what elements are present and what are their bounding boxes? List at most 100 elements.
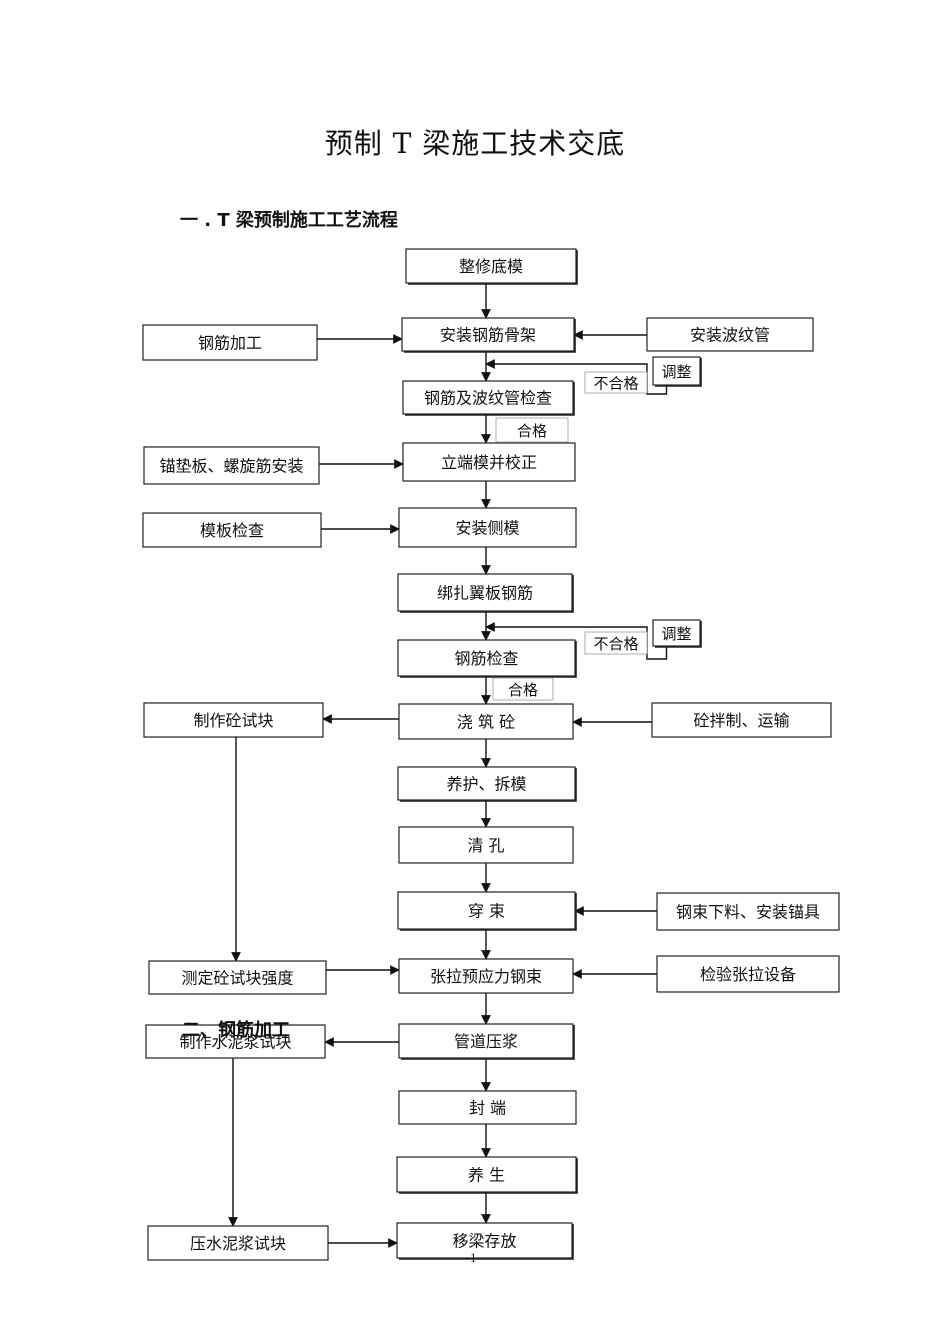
flow-node-n16-label: 移梁存放: [452, 1232, 516, 1251]
flow-label-f2-frame: [584, 631, 648, 655]
flow-node-l1-label: 钢筋加工: [198, 334, 262, 353]
flow-node-n15-label: 养 生: [468, 1166, 505, 1185]
flow-node-n4-frame: [402, 442, 576, 482]
flow-node-n7-frame: [397, 639, 576, 677]
flow-node-l1: 钢筋加工: [142, 324, 318, 361]
flow-node-l7: 压水泥浆试块: [147, 1225, 329, 1261]
flow-node-l5-frame: [148, 960, 327, 995]
flow-node-n9-label: 养护、拆模: [446, 775, 526, 794]
flow-node-n12: 张拉预应力钢束: [398, 958, 574, 994]
flow-node-n2: 安装钢筋骨架: [401, 317, 576, 353]
flow-node-l2-label: 锚垫板、螺旋筋安装: [159, 457, 303, 476]
flow-node-n9-shadow: [400, 768, 577, 802]
flow-node-n2-frame: [401, 317, 575, 352]
flow-node-n15: 养 生: [396, 1156, 578, 1194]
flow-label-f1: 不合格: [584, 371, 648, 394]
flow-label-p2-frame: [492, 677, 554, 701]
flow-node-a2-shadow: [655, 621, 702, 648]
flow-node-r3: 钢束下料、安装锚具: [656, 892, 840, 931]
flow-node-n7-label: 钢筋检查: [454, 649, 518, 668]
flow-node-l3-label: 模板检查: [200, 521, 264, 540]
flow-node-n16-frame: [396, 1222, 573, 1259]
flow-label-p1: 合格: [495, 417, 569, 443]
flow-node-l6-frame: [145, 1024, 326, 1059]
flow-node-n2-shadow: [404, 319, 576, 353]
flow-node-r4: 检验张拉设备: [656, 955, 840, 993]
flow-node-n11: 穿 束: [397, 891, 577, 931]
flow-node-n1: 整修底模: [405, 248, 578, 285]
flow-node-n7-shadow: [400, 641, 577, 678]
section-heading-rebar: 二、钢筋加工: [182, 1020, 290, 1041]
flow-node-n10-label: 清 孔: [467, 836, 504, 855]
flow-node-n3: 钢筋及波纹管检查: [402, 380, 575, 416]
flow-node-n16-shadow: [399, 1224, 574, 1260]
flow-node-n16: 移梁存放: [396, 1222, 574, 1260]
flow-node-n8-label: 浇 筑 砼: [457, 713, 515, 732]
flow-node-n5: 安装侧模: [398, 507, 577, 548]
flow-node-n1-frame: [405, 248, 577, 284]
section-heading-process: 一 . T 梁预制施工工艺流程: [180, 210, 398, 231]
flow-node-r1-frame: [646, 317, 814, 352]
flow-node-r3-frame: [656, 892, 840, 931]
flow-label-f2: 不合格: [584, 631, 648, 655]
flow-node-n14-label: 封 端: [469, 1099, 506, 1118]
flow-node-n13: 管道压浆: [398, 1023, 575, 1060]
flow-node-a2-label: 调整: [661, 625, 691, 643]
flow-node-n14-frame: [398, 1090, 577, 1125]
flow-node-n6-shadow: [400, 575, 574, 613]
document-title: 预制 T 梁施工技术交底: [324, 127, 626, 160]
flow-node-n5-frame: [398, 507, 577, 548]
flow-node-l3-frame: [142, 512, 322, 548]
flow-node-r2: 砼拌制、运输: [651, 702, 832, 738]
flow-node-n3-shadow: [405, 382, 575, 416]
flow-label-p1-label: 合格: [517, 422, 547, 440]
flow-node-l4-label: 制作砼试块: [193, 711, 273, 730]
flow-node-r4-label: 检验张拉设备: [700, 965, 796, 984]
flow-label-p2-label: 合格: [508, 681, 538, 699]
flow-node-n15-frame: [396, 1156, 577, 1193]
flow-node-a2-frame: [652, 619, 701, 647]
flow-node-l7-label: 压水泥浆试块: [190, 1234, 286, 1253]
flow-node-n10: 清 孔: [398, 826, 574, 864]
flow-label-p1-frame: [495, 417, 569, 443]
flow-node-l4-frame: [143, 702, 324, 738]
flow-node-n11-label: 穿 束: [468, 902, 505, 921]
flow-node-n3-label: 钢筋及波纹管检查: [424, 389, 552, 408]
flow-node-n4-label: 立端模并校正: [441, 453, 537, 472]
flow-node-l2-frame: [143, 446, 320, 485]
flow-node-n4: 立端模并校正: [402, 442, 576, 482]
flow-node-n7: 钢筋检查: [397, 639, 577, 678]
flow-label-f2-label: 不合格: [593, 635, 638, 653]
flow-node-n13-frame: [398, 1023, 574, 1059]
flow-node-n1-shadow: [408, 250, 578, 285]
flow-node-r3-label: 钢束下料、安装锚具: [676, 903, 820, 922]
flow-node-n12-frame: [398, 958, 574, 994]
flow-node-l2: 锚垫板、螺旋筋安装: [143, 446, 320, 485]
flow-node-a2: 调整: [652, 619, 702, 648]
flow-label-f1-frame: [584, 371, 648, 394]
flow-label-p2: 合格: [492, 677, 554, 701]
flow-node-n15-shadow: [399, 1158, 578, 1194]
flow-node-n5-label: 安装侧模: [455, 519, 519, 538]
flow-node-l1-frame: [142, 324, 318, 361]
flow-label-f1-label: 不合格: [593, 375, 638, 393]
flow-node-n10-frame: [398, 826, 574, 864]
flow-node-n11-frame: [397, 891, 576, 930]
flow-node-r2-label: 砼拌制、运输: [693, 711, 789, 730]
flow-node-n3-frame: [402, 380, 574, 415]
flow-node-n6-label: 绑扎翼板钢筋: [437, 584, 533, 603]
flow-node-n8: 浇 筑 砼: [398, 703, 574, 740]
flow-node-l5: 测定砼试块强度: [148, 960, 327, 995]
flow-node-r1: 安装波纹管: [646, 317, 814, 352]
flow-node-l4: 制作砼试块: [143, 702, 324, 738]
flow-node-r4-frame: [656, 955, 840, 993]
flow-node-n14: 封 端: [398, 1090, 577, 1125]
flow-node-n6-frame: [397, 573, 573, 612]
flow-node-l6-label: 制作水泥浆试块: [179, 1033, 291, 1052]
flow-node-n9-frame: [397, 766, 576, 801]
flow-node-n11-shadow: [400, 893, 577, 931]
edge-a2-to-n7: [485, 622, 668, 660]
flow-node-r2-frame: [651, 702, 832, 738]
flow-node-a1-label: 调整: [661, 363, 691, 381]
flow-node-n6: 绑扎翼板钢筋: [397, 573, 574, 613]
